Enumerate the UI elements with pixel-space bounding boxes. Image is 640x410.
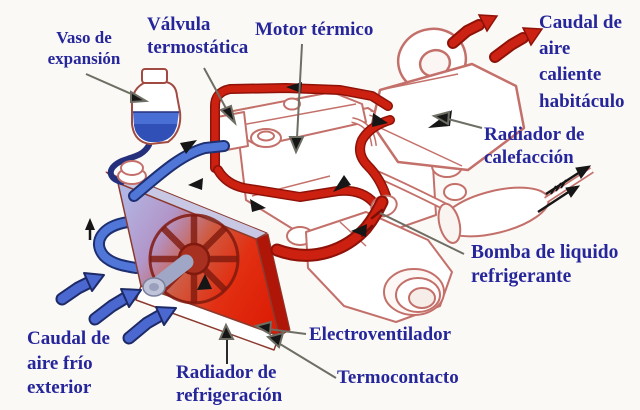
label-radiador-calefaccion: Radiador de calefacción — [484, 124, 585, 169]
leader-arrowhead — [253, 320, 273, 336]
label-caudal-aire-frio: Caudal de aire frío exterior — [27, 328, 110, 399]
flow-arrows — [85, 82, 388, 290]
flow-arrow — [250, 199, 266, 212]
radiator-fan — [142, 213, 240, 305]
flow-arrow — [188, 178, 203, 190]
flow-arrow — [351, 224, 367, 237]
label-vaso-de-expansion: Vaso de expansión — [47, 28, 121, 68]
hot-coolant-hoses — [210, 83, 395, 208]
hot-air-arrowhead-icon — [477, 14, 499, 33]
gearbox — [305, 211, 453, 323]
exhaust-arrow — [565, 185, 581, 198]
label-radiador-refrigeracion: Radiador de refrigeración — [176, 362, 283, 407]
leader-arrowhead — [431, 110, 451, 126]
flow-arrow — [85, 218, 95, 230]
fan-shaft — [150, 254, 194, 292]
label-valvula-termostatica: Válvula termostática — [147, 14, 249, 59]
flow-arrow — [333, 175, 351, 192]
cold-air-arrows — [55, 272, 177, 345]
flow-arrow — [286, 82, 302, 93]
label-caudal-aire-caliente: Caudal de aire caliente habitáculo — [539, 12, 625, 112]
exhaust-arrow — [575, 165, 592, 179]
cold-air-arrowhead-icon — [83, 272, 105, 292]
tank-cap — [141, 68, 168, 84]
heater-radiator — [370, 27, 526, 172]
flow-arrow — [197, 274, 212, 290]
hot-air-arrowhead-icon — [521, 27, 544, 47]
label-bomba-liquido: Bomba de liquido refrigerante — [471, 242, 619, 288]
cold-air-arrowhead-icon — [155, 306, 177, 326]
leader-arrowhead — [218, 322, 235, 340]
label-motor-termico: Motor térmico — [255, 19, 374, 40]
hot-air-arrows — [447, 14, 544, 63]
leader-arrowhead — [288, 136, 305, 155]
flow-arrow — [372, 113, 388, 127]
upper-radiator-hose — [128, 140, 230, 202]
lower-radiator-hose — [93, 216, 142, 274]
flow-arrow — [180, 140, 197, 154]
expansion-tank-group — [107, 68, 182, 185]
leader-arrowhead — [265, 331, 285, 349]
label-electroventilador: Electroventilador — [309, 324, 452, 345]
leader-arrowhead — [130, 90, 150, 104]
leader-lines — [85, 43, 483, 379]
tank-hose — [107, 142, 152, 185]
cold-air-arrowhead-icon — [120, 288, 142, 308]
oil-cap-icon — [283, 97, 301, 111]
cooling-radiator — [105, 171, 291, 351]
exhaust-gas-arrows — [537, 165, 592, 214]
label-termocontacto: Termocontacto — [337, 367, 459, 388]
leader-arrowhead — [219, 104, 237, 126]
